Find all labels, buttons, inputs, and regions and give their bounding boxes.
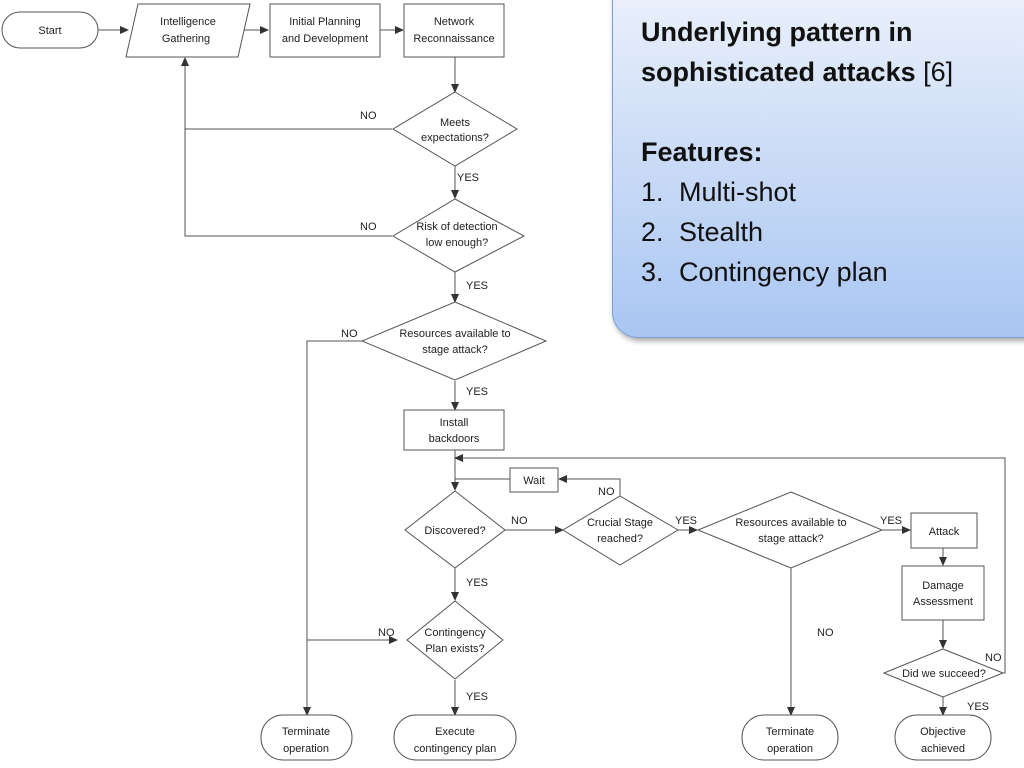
- resources-no-label: NO: [341, 328, 358, 340]
- succeed-yes-label: YES: [967, 701, 989, 713]
- recon-label-2: Reconnaissance: [413, 33, 494, 45]
- succeed-label: Did we succeed?: [902, 668, 986, 680]
- risk-yes-label: YES: [466, 280, 488, 292]
- resources-yes-label: YES: [466, 386, 488, 398]
- contingency-label-1: Contingency: [424, 627, 486, 639]
- contingency-no-label: NO: [378, 627, 395, 639]
- callout-content: Underlying pattern in sophisticated atta…: [641, 12, 1011, 292]
- intel-gathering-node: [125, 3, 251, 58]
- install-label-1: Install: [440, 417, 469, 429]
- callout-title: Underlying pattern in sophisticated atta…: [641, 12, 1011, 92]
- feature-text: Multi-shot: [679, 177, 797, 207]
- planning-label-1: Initial Planning: [289, 16, 361, 28]
- edge-risk-no: [184, 129, 392, 237]
- terminate-terminal-right: [741, 714, 839, 761]
- risk-label-1: Risk of detection: [416, 221, 497, 233]
- resources2-no-label: NO: [817, 627, 834, 639]
- resources-label-2: stage attack?: [422, 344, 487, 356]
- intel-label-2: Gathering: [162, 33, 210, 45]
- crucial-no-label: NO: [598, 486, 615, 498]
- discovered-label: Discovered?: [424, 525, 485, 537]
- execute-label-2: contingency plan: [414, 743, 497, 755]
- attack-label: Attack: [929, 526, 960, 538]
- discovered-no-label: NO: [511, 515, 528, 527]
- callout-box: [612, 0, 1024, 338]
- risk-no-label: NO: [360, 221, 377, 233]
- resources2-yes-label: YES: [880, 515, 902, 527]
- meets-yes-label: YES: [457, 172, 479, 184]
- resources2-decision: [696, 491, 884, 569]
- recon-node: [403, 3, 505, 58]
- planning-label-2: and Development: [282, 33, 368, 45]
- succeed-no-label: NO: [985, 652, 1002, 664]
- attack-node: [910, 512, 978, 549]
- install-node: [403, 409, 505, 451]
- resources-decision: [360, 301, 548, 381]
- crucial-yes-label: YES: [675, 515, 697, 527]
- crucial-label-1: Crucial Stage: [587, 517, 653, 529]
- edge-crucial-wait: [558, 475, 621, 496]
- crucial-label-2: reached?: [597, 533, 643, 545]
- damage-label-1: Damage: [922, 580, 964, 592]
- feature-text: Contingency plan: [679, 257, 888, 287]
- resources2-label-2: stage attack?: [758, 533, 823, 545]
- callout-title-ref: [6]: [923, 57, 954, 87]
- wait-node: [509, 467, 559, 493]
- contingency-decision: [406, 600, 504, 680]
- feature-number: 1.: [641, 177, 664, 207]
- features-list: 1. Multi-shot 2. Stealth 3. Contingency pla…: [641, 172, 1011, 292]
- damage-node: [901, 565, 985, 621]
- objective-label-2: achieved: [921, 743, 965, 755]
- edge-resources-no: [303, 340, 362, 716]
- execute-terminal: [393, 714, 517, 761]
- terminate-right-label-1: Terminate: [766, 726, 814, 738]
- meets-label-1: Meets: [440, 117, 470, 129]
- objective-label-1: Objective: [920, 726, 966, 738]
- intel-label-1: Intelligence: [160, 16, 216, 28]
- crucial-decision: [562, 495, 679, 566]
- install-label-2: backdoors: [429, 433, 480, 445]
- feature-item: 3. Contingency plan: [641, 252, 1011, 292]
- feature-item: 1. Multi-shot: [641, 172, 1011, 212]
- resources2-label-1: Resources available to: [735, 517, 846, 529]
- recon-label-1: Network: [434, 16, 475, 28]
- features-heading: Features:: [641, 137, 763, 167]
- wait-label: Wait: [523, 475, 545, 487]
- execute-label-1: Execute: [435, 726, 475, 738]
- objective-terminal: [894, 714, 992, 761]
- resources-label-1: Resources available to: [399, 328, 510, 340]
- meets-no-label: NO: [360, 110, 377, 122]
- feature-text: Stealth: [679, 217, 764, 247]
- meets-label-2: expectations?: [421, 132, 489, 144]
- start-terminal: [1, 11, 99, 49]
- feature-number: 2.: [641, 217, 664, 247]
- feature-item: 2. Stealth: [641, 212, 1011, 252]
- start-label: Start: [38, 25, 61, 37]
- contingency-label-2: Plan exists?: [425, 643, 484, 655]
- risk-decision: [392, 198, 526, 273]
- feature-number: 3.: [641, 257, 664, 287]
- terminate-left-label-2: operation: [283, 743, 329, 755]
- meets-decision: [392, 91, 518, 167]
- callout-title-text: Underlying pattern in sophisticated atta…: [641, 17, 916, 87]
- terminate-right-label-2: operation: [767, 743, 813, 755]
- terminate-terminal-left: [260, 714, 353, 761]
- discovered-yes-label: YES: [466, 577, 488, 589]
- planning-node: [269, 3, 381, 58]
- terminate-left-label-1: Terminate: [282, 726, 330, 738]
- damage-label-2: Assessment: [913, 596, 973, 608]
- succeed-decision: [882, 648, 1005, 698]
- discovered-decision: [404, 490, 506, 569]
- risk-label-2: low enough?: [426, 237, 488, 249]
- contingency-yes-label: YES: [466, 691, 488, 703]
